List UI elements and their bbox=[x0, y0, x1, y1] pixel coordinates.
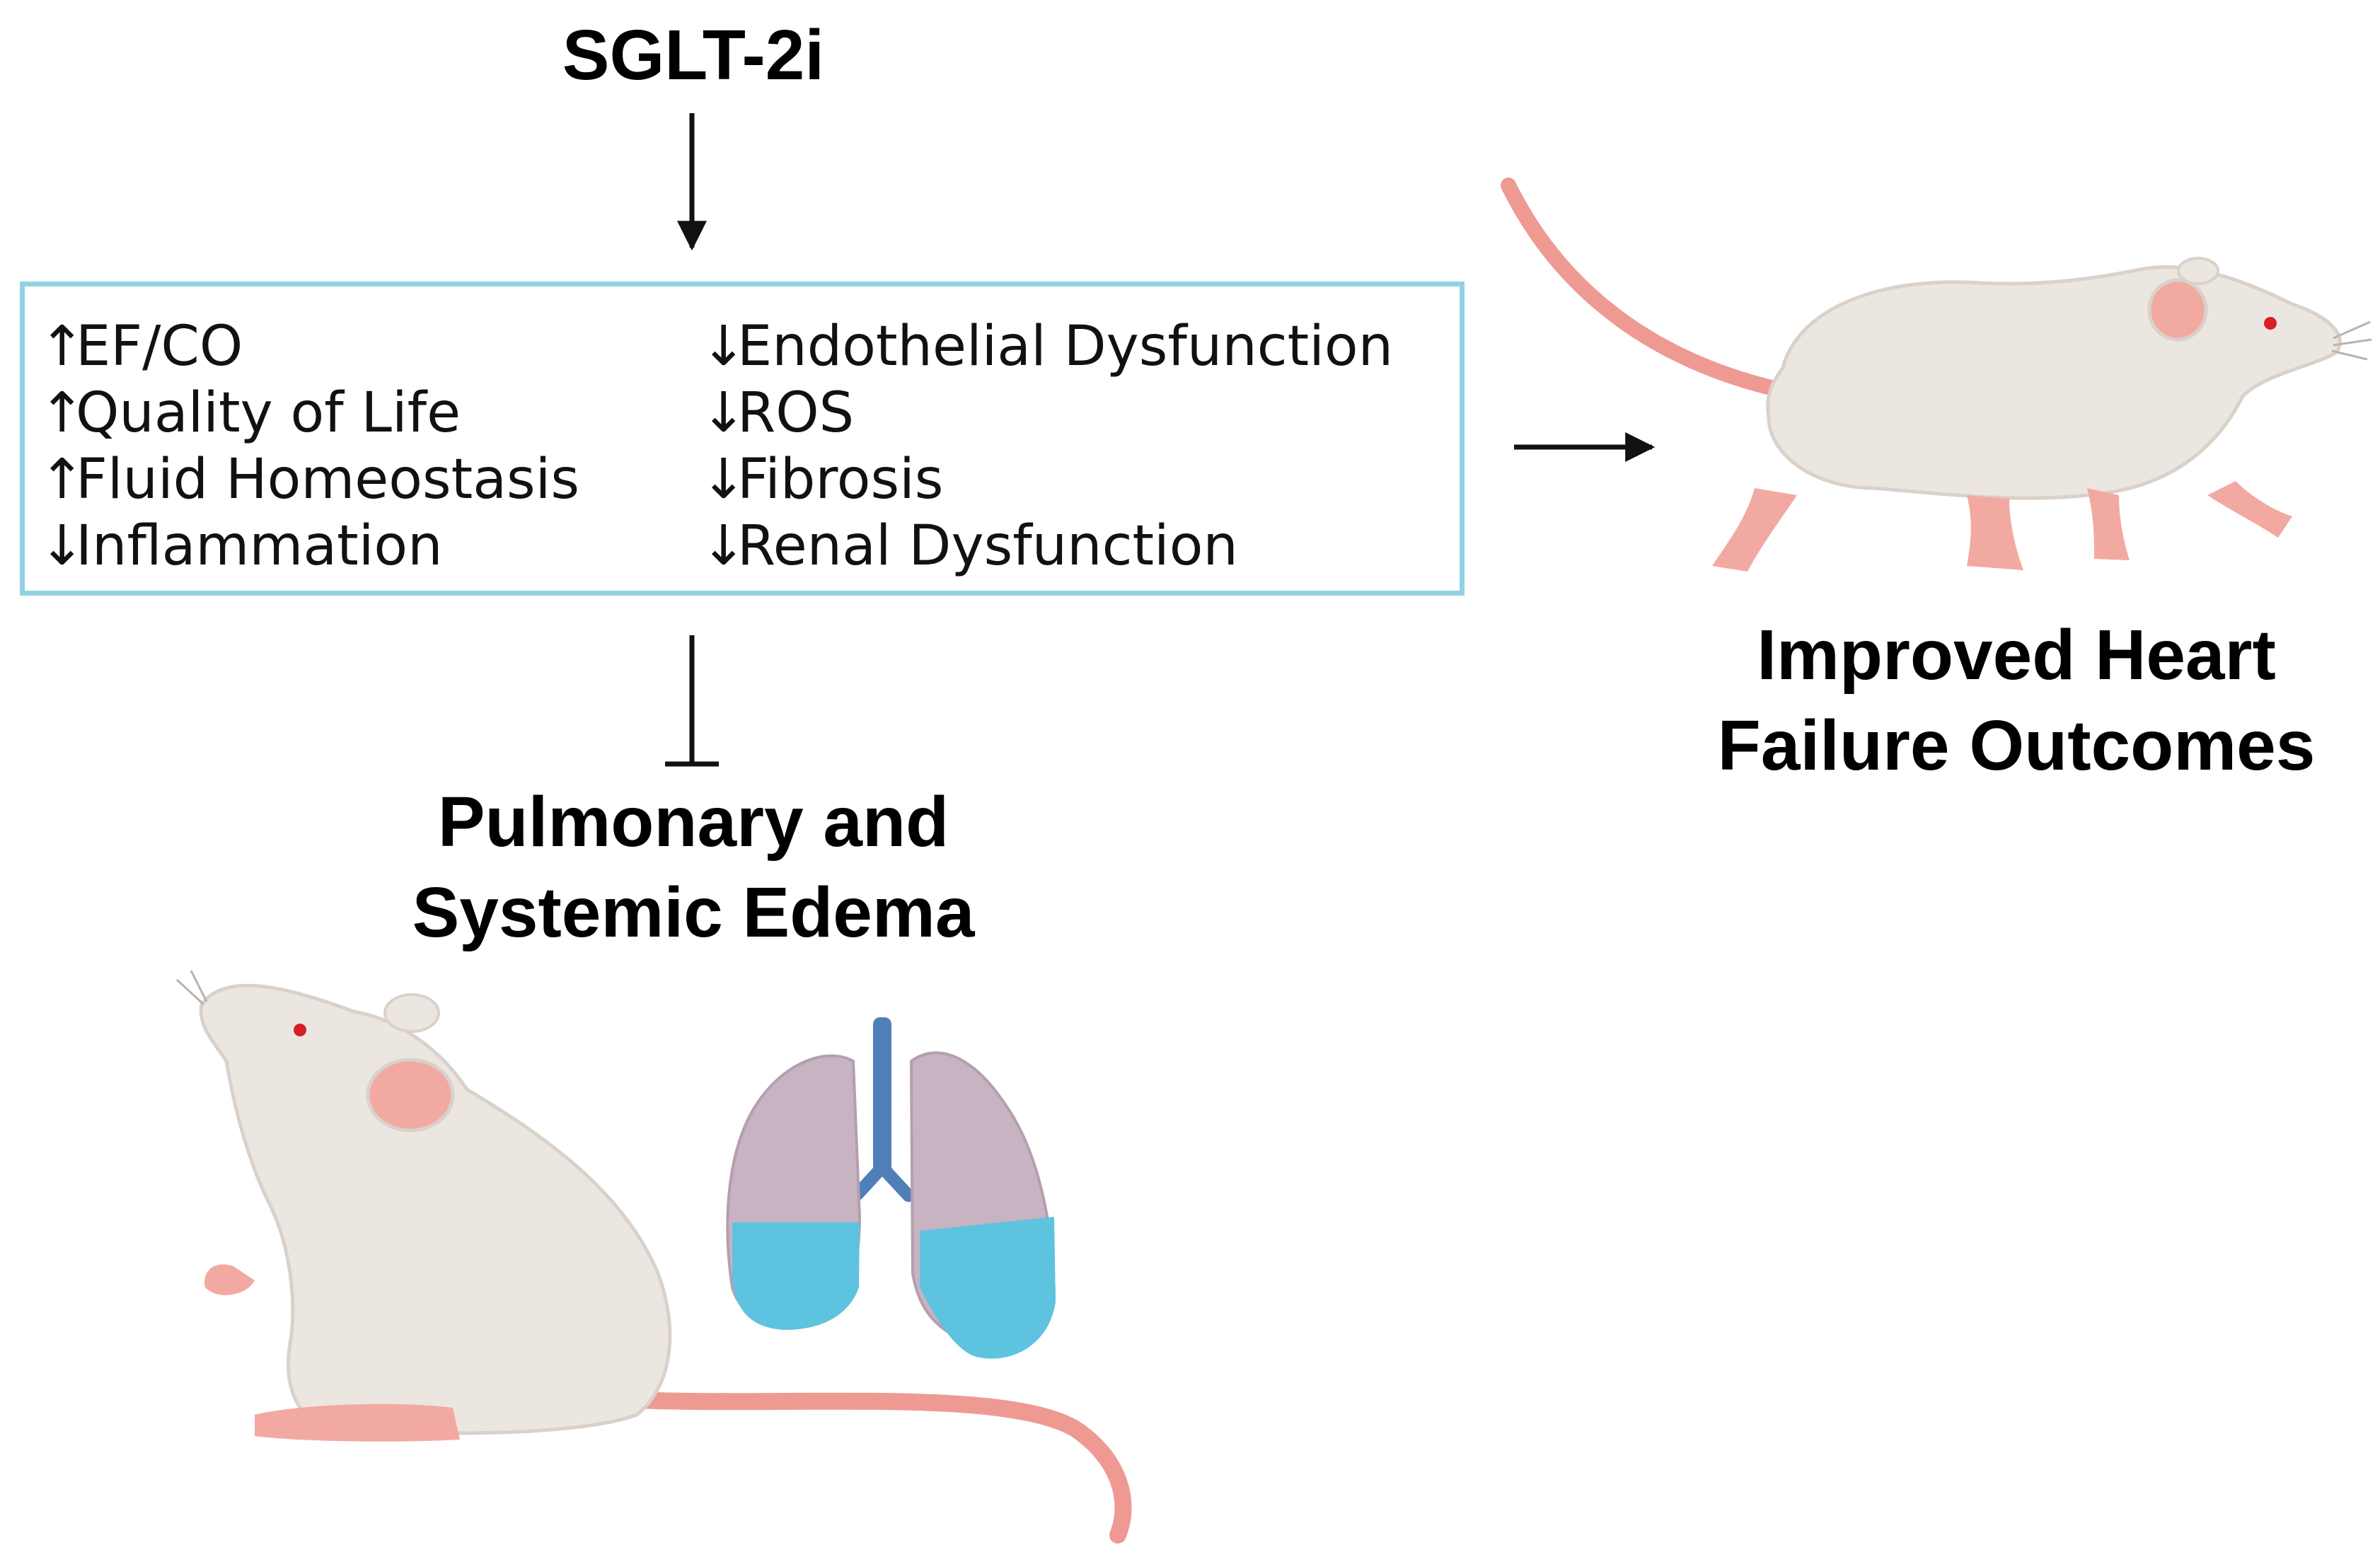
edema-label-line1: Pulmonary and bbox=[437, 782, 949, 862]
rat-walking-icon bbox=[1501, 178, 2372, 572]
edema-label-line2: Systemic Edema bbox=[412, 873, 975, 952]
outcome-label-line1: Improved Heart bbox=[1757, 615, 2276, 695]
decrease-arrow-icon: ↓ bbox=[700, 315, 747, 378]
effect-item: ↓Inflammation bbox=[39, 513, 579, 579]
effect-label: Fibrosis bbox=[737, 448, 944, 511]
effect-label: Renal Dysfunction bbox=[737, 514, 1238, 578]
decrease-arrow-icon: ↓ bbox=[700, 448, 747, 511]
effects-box: ↑EF/CO ↑Quality of Life ↑Fluid Homeostas… bbox=[20, 282, 1465, 596]
effect-label: Fluid Homeostasis bbox=[76, 448, 579, 511]
effect-label: EF/CO bbox=[76, 315, 243, 378]
decrease-arrow-icon: ↓ bbox=[700, 514, 747, 578]
effect-item: ↓Fibrosis bbox=[700, 446, 1393, 513]
drug-title: SGLT-2i bbox=[562, 16, 825, 95]
decrease-arrow-icon: ↓ bbox=[39, 514, 86, 578]
outcome-label-line2: Failure Outcomes bbox=[1717, 706, 2316, 785]
effect-item: ↓Endothelial Dysfunction bbox=[700, 313, 1393, 380]
effect-label: ROS bbox=[737, 381, 855, 445]
decrease-arrow-icon: ↓ bbox=[700, 381, 747, 445]
increase-arrow-icon: ↑ bbox=[39, 315, 86, 378]
effect-item: ↑Fluid Homeostasis bbox=[39, 446, 579, 513]
inhibition-bar bbox=[665, 635, 719, 767]
effects-right-list: ↓Endothelial Dysfunction ↓ROS ↓Fibrosis … bbox=[700, 313, 1393, 579]
effect-item: ↓ROS bbox=[700, 380, 1393, 446]
rat-sitting-icon bbox=[175, 970, 1132, 1544]
effect-label: Quality of Life bbox=[76, 381, 461, 445]
increase-arrow-icon: ↑ bbox=[39, 448, 86, 511]
effects-left-list: ↑EF/CO ↑Quality of Life ↑Fluid Homeostas… bbox=[39, 313, 579, 579]
effect-label: Endothelial Dysfunction bbox=[737, 315, 1394, 378]
effect-item: ↓Renal Dysfunction bbox=[700, 513, 1393, 579]
edema-label: Pulmonary and Systemic Edema bbox=[304, 777, 1082, 958]
lungs-edema-icon bbox=[726, 1017, 1056, 1359]
outcome-label: Improved Heart Failure Outcomes bbox=[1648, 610, 2380, 791]
effect-label: Inflammation bbox=[76, 514, 443, 578]
effect-item: ↑EF/CO bbox=[39, 313, 579, 380]
effect-item: ↑Quality of Life bbox=[39, 380, 579, 446]
increase-arrow-icon: ↑ bbox=[39, 381, 86, 445]
